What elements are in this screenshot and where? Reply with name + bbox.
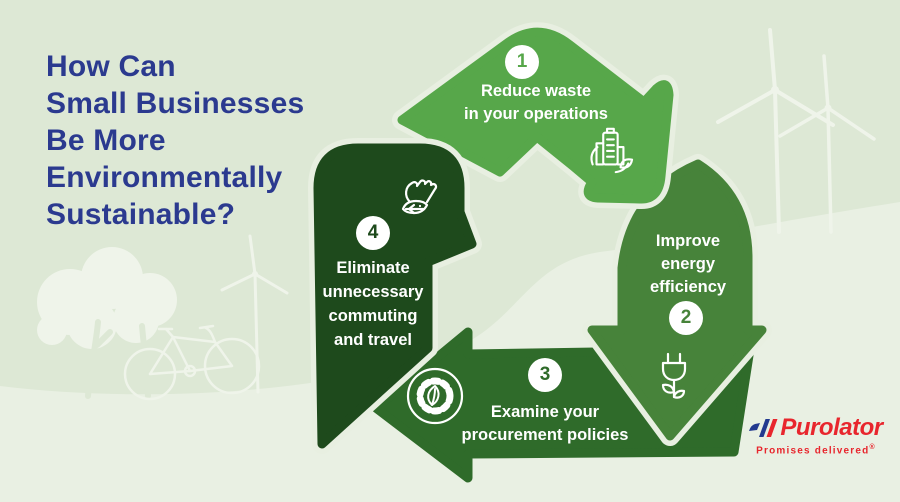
step-number-badge: 1 bbox=[505, 45, 539, 79]
title-line: Sustainable? bbox=[46, 198, 236, 231]
hand-leaf-icon bbox=[401, 179, 438, 215]
wind-turbine-silhouette bbox=[220, 28, 876, 394]
title-line: Environmentally bbox=[46, 161, 283, 194]
step-number-badge: 3 bbox=[528, 358, 562, 392]
registered-mark: ® bbox=[869, 444, 876, 451]
wind-turbine-hubs bbox=[252, 86, 832, 277]
step-number-badge: 4 bbox=[356, 216, 390, 250]
step-number-badge: 2 bbox=[669, 301, 703, 335]
eco-plug-icon bbox=[661, 352, 687, 399]
infographic-title: How Can Small Businesses Be More Environ… bbox=[46, 48, 376, 233]
step-label: Reduce waste in your operations bbox=[464, 82, 608, 123]
step-label: Improve energy efficiency bbox=[649, 232, 727, 296]
brand-mark-icon bbox=[749, 419, 778, 437]
step-label: Examine your procurement policies bbox=[461, 403, 629, 444]
title-line: How Can bbox=[46, 50, 176, 83]
brand-tagline: Promises delivered® bbox=[756, 444, 876, 457]
step-label: Eliminate unnecessary commuting and trav… bbox=[322, 259, 424, 349]
title-line: Small Businesses bbox=[46, 87, 305, 120]
brand-name: Purolator bbox=[780, 414, 883, 441]
title-line: Be More bbox=[46, 124, 166, 157]
bicycle-silhouette bbox=[123, 324, 261, 401]
recycle-cycle bbox=[308, 22, 772, 483]
brand-logo: Purolator Promises delivered® bbox=[740, 414, 892, 456]
leaf-gear-icon bbox=[406, 367, 464, 425]
buildings-leaf-icon bbox=[590, 127, 634, 174]
arrow-step-4 bbox=[313, 143, 477, 449]
tree-silhouette bbox=[37, 247, 177, 399]
